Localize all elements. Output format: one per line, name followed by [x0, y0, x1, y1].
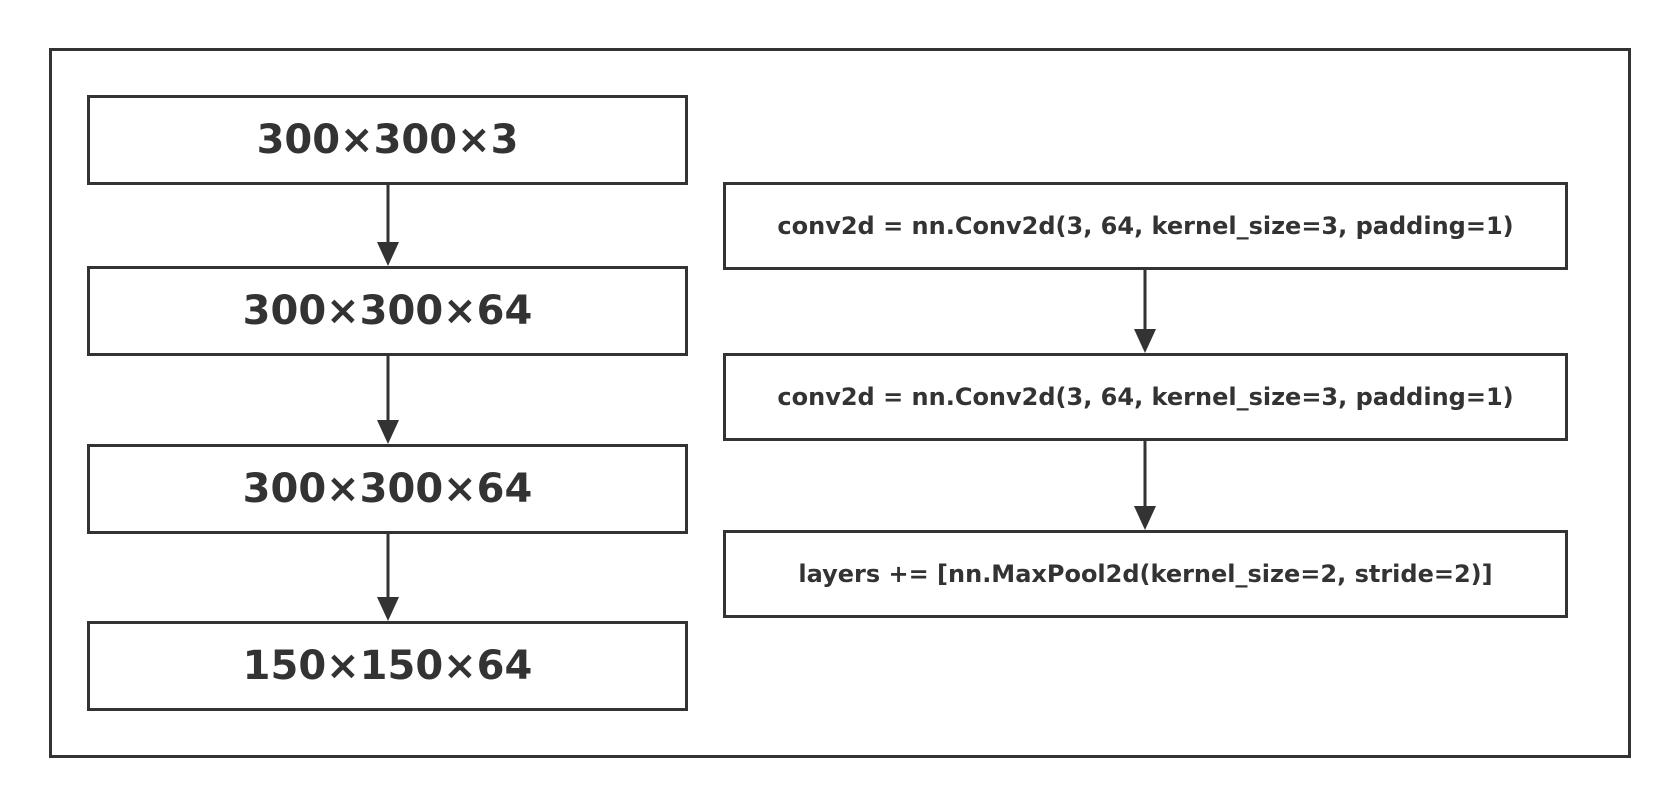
code-box-maxpool: layers += [nn.MaxPool2d(kernel_size=2, s… [723, 530, 1568, 618]
code-box-conv1: conv2d = nn.Conv2d(3, 64, kernel_size=3,… [723, 182, 1568, 270]
shape-box-conv2-output: 300×300×64 [87, 444, 688, 534]
code-box-conv2: conv2d = nn.Conv2d(3, 64, kernel_size=3,… [723, 353, 1568, 441]
diagram-frame [49, 48, 1631, 758]
shape-box-input: 300×300×3 [87, 95, 688, 185]
shape-box-pool-output: 150×150×64 [87, 621, 688, 711]
shape-box-conv1-output: 300×300×64 [87, 266, 688, 356]
